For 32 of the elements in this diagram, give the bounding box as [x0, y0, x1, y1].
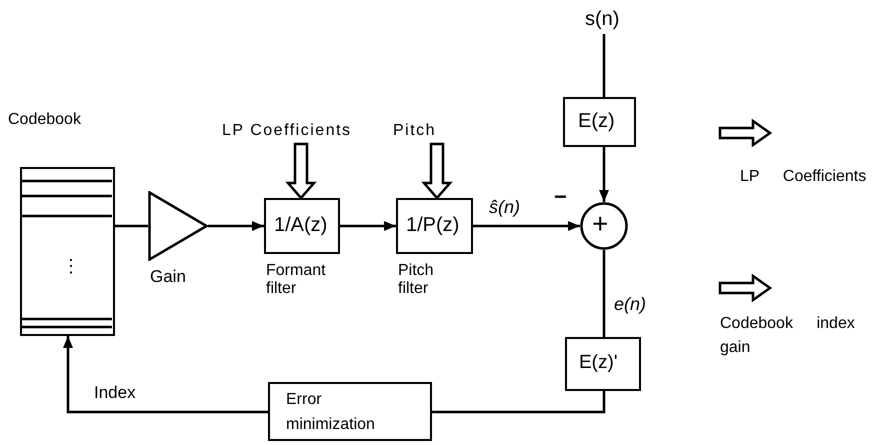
arrow — [599, 147, 609, 202]
signal-label: s(n) — [585, 8, 620, 31]
block-caption: Codebook — [8, 111, 81, 130]
block-arrow — [285, 142, 317, 200]
block-caption: Gain — [150, 267, 186, 287]
connector-line — [115, 224, 148, 228]
transfer-function: 1/A(z) — [274, 214, 328, 237]
arrow — [63, 336, 268, 414]
signal-label: Pitch — [393, 122, 436, 140]
arrow — [473, 221, 580, 231]
ellipsis: ⋮ — [62, 255, 74, 278]
filter-box — [565, 337, 641, 391]
connector-line — [602, 34, 606, 97]
transfer-function: E(z) — [578, 110, 615, 133]
signal-label: LP Coefficients — [222, 122, 352, 140]
arrow — [208, 221, 264, 231]
plus-sign: + — [592, 208, 608, 240]
transfer-function: E(z)' — [579, 352, 618, 374]
connector-line — [602, 250, 606, 337]
connector-line — [432, 391, 606, 414]
transfer-function: Pitch filter — [398, 262, 435, 299]
transfer-function: 1/P(z) — [406, 214, 460, 237]
block-arrow — [421, 142, 453, 200]
process-box — [268, 382, 432, 441]
edge-label: ŝ(n) — [487, 197, 522, 218]
minus-sign: − — [554, 184, 567, 210]
transfer-function: Formant filter — [266, 262, 327, 299]
block-label: Error minimization — [286, 390, 376, 435]
filter-box — [563, 97, 636, 147]
output-label: LP Coefficients — [740, 167, 868, 187]
output-label: Codebook index gain — [720, 314, 856, 358]
arrow — [340, 221, 396, 231]
